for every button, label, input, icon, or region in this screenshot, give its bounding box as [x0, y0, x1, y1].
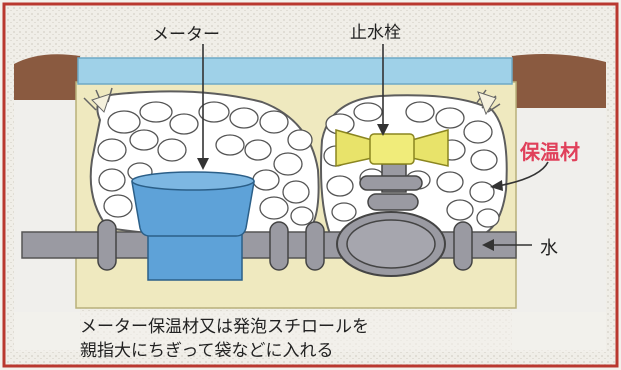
soil-left: [14, 100, 80, 350]
pipe-couplings: [97, 219, 473, 271]
stopcock-body: [336, 163, 446, 277]
water-label: 水: [540, 238, 558, 259]
meter-label: メーター: [152, 25, 220, 45]
meter-box-lid: [77, 57, 513, 85]
ground-right: [512, 54, 606, 110]
ground-left: [14, 54, 80, 104]
insulation-pieces-left: [97, 101, 314, 226]
stopcock-label: 止水栓: [350, 23, 401, 43]
insulation-pieces-right: [323, 101, 500, 228]
water-meter: [131, 171, 255, 281]
caption-line-2: 親指大にちぎって袋などに入れる: [80, 341, 334, 361]
caption-line-1: メーター保温材又は発泡スチロールを: [80, 317, 369, 337]
label-arrows: [197, 44, 549, 251]
soil-right: [512, 108, 606, 350]
insulation-label: 保温材: [520, 140, 580, 164]
stopcock-handle: [335, 129, 449, 167]
insulation-arrow: [497, 161, 549, 187]
